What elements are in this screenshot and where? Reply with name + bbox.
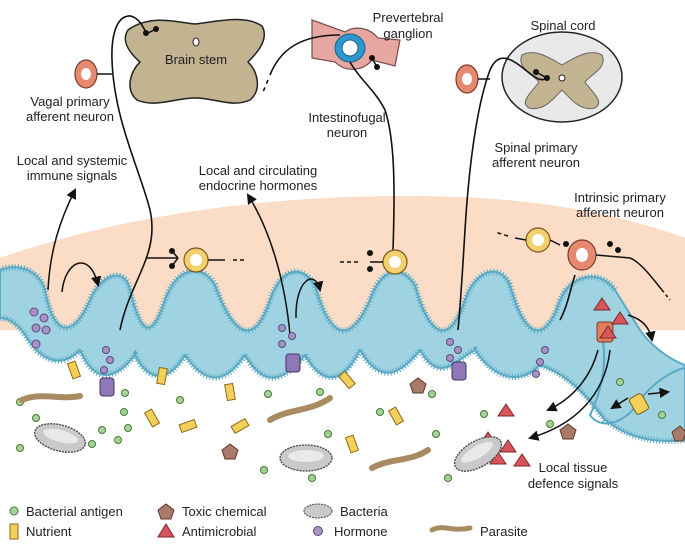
spinal-cord-label: Spinal cord bbox=[530, 18, 595, 33]
prevertebral-label-1: Prevertebral bbox=[373, 10, 444, 25]
immune-local-arrow bbox=[61, 262, 102, 293]
vagal-label-2: afferent neuron bbox=[26, 109, 114, 124]
tissue-neuron-right-yellow bbox=[494, 227, 561, 253]
legend-label: Toxic chemical bbox=[182, 504, 267, 519]
intestinofugal-label-2: neuron bbox=[327, 125, 367, 140]
tissue-neuron-left bbox=[169, 247, 245, 273]
defence-arrow-2 bbox=[527, 349, 611, 441]
brain-stem: Brain stem bbox=[124, 18, 265, 104]
legend: Bacterial antigen Toxic chemical Bacteri… bbox=[9, 503, 528, 540]
hormone-particles bbox=[29, 307, 549, 378]
legend-item-hormone: Hormone bbox=[313, 524, 387, 539]
legend-item-nutrient: Nutrient bbox=[9, 523, 72, 540]
immune-label-1: Local and systemic bbox=[17, 153, 128, 168]
legend-item-bacteria: Bacteria bbox=[303, 503, 388, 519]
endocrine-label-2: endocrine hormones bbox=[199, 178, 318, 193]
brain-stem-label: Brain stem bbox=[165, 52, 227, 67]
legend-label: Bacteria bbox=[340, 504, 388, 519]
yellow-bar-icon bbox=[9, 523, 19, 540]
defence-arrow-1 bbox=[546, 349, 599, 412]
legend-label: Bacterial antigen bbox=[26, 504, 123, 519]
endocrine-arrow bbox=[246, 193, 291, 336]
intestinofugal-label-1: Intestinofugal bbox=[308, 110, 385, 125]
intrinsic-neuron-cell bbox=[563, 239, 671, 301]
brown-pentagon-icon bbox=[157, 503, 175, 520]
antigen-particles bbox=[16, 378, 666, 482]
tissue-neuron-middle bbox=[340, 249, 408, 275]
nutrient-particles bbox=[66, 360, 405, 454]
legend-label: Nutrient bbox=[26, 524, 72, 539]
legend-label: Parasite bbox=[480, 524, 528, 539]
green-dot-icon bbox=[9, 506, 19, 516]
vagal-label-1: Vagal primary bbox=[30, 94, 110, 109]
toxic-particles bbox=[221, 377, 685, 460]
spinal-primary-label-1: Spinal primary bbox=[494, 140, 578, 155]
intrinsic-label-2: afferent neuron bbox=[576, 205, 664, 220]
intrinsic-label-1: Intrinsic primary bbox=[574, 190, 666, 205]
spinal-cord: Spinal cord bbox=[501, 18, 623, 123]
immune-label-2: immune signals bbox=[27, 168, 118, 183]
defence-arrow-3 bbox=[627, 314, 656, 343]
defence-label-2: defence signals bbox=[528, 476, 619, 491]
spinal-primary-label-2: afferent neuron bbox=[492, 155, 580, 170]
red-triangle-icon bbox=[157, 523, 175, 538]
defence-arrow-5 bbox=[647, 387, 671, 399]
prevertebral-ganglion: Prevertebral ganglion bbox=[311, 10, 444, 70]
legend-item-antimicrobial: Antimicrobial bbox=[157, 523, 257, 539]
endocrine-cells bbox=[99, 321, 649, 415]
parasite-particles bbox=[19, 393, 431, 471]
endocrine-local-arrow bbox=[295, 278, 324, 319]
vagal-neuron-cell bbox=[74, 59, 112, 89]
defence-arrow-4 bbox=[610, 397, 629, 410]
prevertebral-label-2: ganglion bbox=[383, 26, 432, 41]
defence-label-1: Local tissue bbox=[539, 460, 608, 475]
legend-item-toxic-chemical: Toxic chemical bbox=[157, 503, 267, 520]
legend-item-parasite: Parasite bbox=[429, 524, 528, 539]
legend-label: Antimicrobial bbox=[182, 524, 257, 539]
endocrine-label-1: Local and circulating bbox=[199, 163, 318, 178]
epithelium-crypt-right bbox=[588, 329, 685, 425]
spinal-neuron-cell bbox=[455, 64, 490, 94]
purple-dot-icon bbox=[313, 526, 323, 536]
nerve-fibres bbox=[111, 15, 576, 331]
legend-item-bacterial-antigen: Bacterial antigen bbox=[9, 504, 123, 519]
bacteria-particles bbox=[34, 423, 503, 472]
immune-arrow bbox=[47, 188, 76, 291]
legend-label: Hormone bbox=[334, 524, 387, 539]
worm-icon bbox=[429, 525, 473, 533]
bacteria-icon bbox=[303, 503, 333, 519]
